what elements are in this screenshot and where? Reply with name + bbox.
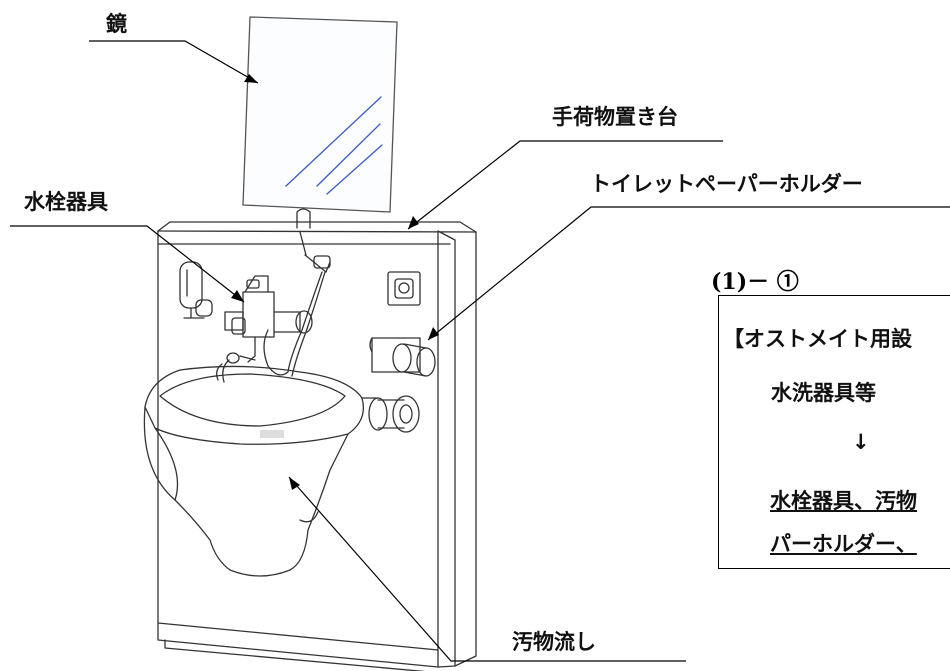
faucet-shape (224, 275, 313, 363)
soap-dispenser (179, 261, 213, 319)
hand-shower (263, 208, 331, 377)
leader-lines (10, 40, 950, 662)
spec-box: 【オストメイト用設 水洗器具等 ↓ 水栓器具、汚物 パーホルダー、 (718, 295, 950, 569)
arrowheads (231, 74, 439, 490)
sink-shape (143, 365, 365, 577)
mirror-label: 鏡 (106, 12, 127, 36)
mirror-shape (242, 16, 398, 213)
sink-label: 汚物流し (512, 630, 596, 654)
flush-button (387, 271, 421, 306)
section-number: (1)－ ① (711, 269, 799, 295)
paper-holder-label: トイレットペーパーホルダー (590, 172, 863, 196)
faucet-label: 水栓器具 (24, 190, 108, 214)
spec-box-new-term-line2: パーホルダー、 (770, 532, 917, 556)
spec-box-old-term: 水洗器具等 (771, 381, 876, 405)
shelf-label: 手荷物置き台 (552, 105, 678, 129)
down-arrow-icon: ↓ (852, 430, 870, 454)
drain-fitting (361, 395, 420, 433)
cabinet-unit (157, 221, 477, 671)
paper-holder-shape (369, 337, 436, 377)
spec-box-title: 【オストメイト用設 (723, 327, 912, 351)
spec-box-new-term-line1: 水栓器具、汚物 (770, 489, 917, 513)
